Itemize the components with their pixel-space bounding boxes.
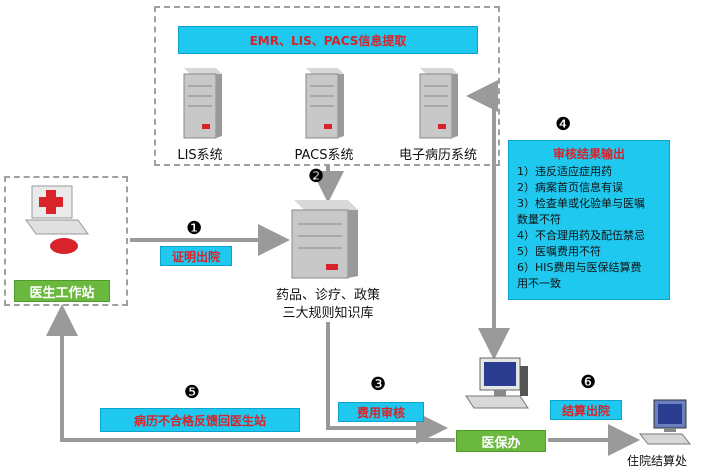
step-3-label: 费用审核 bbox=[356, 405, 405, 420]
arrow-step5 bbox=[46, 304, 455, 442]
server-icon bbox=[305, 68, 344, 139]
audit-result-item: 4）不合理用药及配伍禁忌 bbox=[517, 229, 645, 242]
step-5-number: ❺ bbox=[184, 382, 201, 403]
step-2-number: ❷ bbox=[308, 166, 325, 187]
audit-result-title: 审核结果输出 bbox=[552, 147, 625, 161]
step-1-box: 证明出院 bbox=[160, 246, 232, 266]
knowledge-base-label-line2: 三大规则知识库 bbox=[282, 306, 374, 321]
step-4-number: ❹ bbox=[555, 114, 572, 135]
arrow-step3 bbox=[326, 322, 448, 444]
server-icon bbox=[419, 68, 458, 139]
audit-result-box: 审核结果输出 1）违反适应症用药 2）病案首页信息有误 3）检查单或化验单与医嘱… bbox=[508, 140, 670, 300]
desktop-computer-icon bbox=[638, 399, 692, 445]
step-5-box: 病历不合格反馈回医生站 bbox=[100, 408, 300, 432]
doctor-workstation-label: 医生工作站 bbox=[14, 280, 110, 302]
server-icon bbox=[183, 68, 222, 139]
audit-result-item: 6）HIS费用与医保结算费 bbox=[517, 261, 642, 274]
step-1-number: ❶ bbox=[186, 218, 203, 239]
insurance-office-label: 医保办 bbox=[456, 430, 546, 452]
step-5-label: 病历不合格反馈回医生站 bbox=[133, 413, 266, 428]
audit-result-item: 用不一致 bbox=[517, 277, 561, 290]
server-lis-label: LIS系统 bbox=[177, 148, 223, 163]
desktop-computer-icon bbox=[465, 357, 529, 409]
step-6-label: 结算出院 bbox=[561, 403, 610, 418]
server-emr-label: 电子病历系统 bbox=[398, 148, 477, 163]
knowledge-base-server-icon bbox=[291, 200, 358, 279]
data-source-box bbox=[154, 6, 500, 166]
info-extract-banner: EMR、LIS、PACS信息提取 bbox=[178, 26, 478, 54]
step-6-box: 结算出院 bbox=[550, 400, 622, 420]
step-1-label: 证明出院 bbox=[171, 249, 220, 264]
doctor-workstation-box bbox=[4, 176, 128, 306]
step-3-box: 费用审核 bbox=[338, 402, 424, 422]
laptop-medical-icon bbox=[25, 185, 89, 254]
step-6-number: ❻ bbox=[580, 372, 597, 393]
info-extract-title: EMR、LIS、PACS信息提取 bbox=[249, 33, 407, 48]
audit-result-item: 1）违反适应症用药 bbox=[517, 165, 612, 178]
audit-result-item: 2）病案首页信息有误 bbox=[517, 181, 623, 194]
audit-result-item: 5）医嘱费用不符 bbox=[517, 245, 601, 258]
knowledge-base-label-line1: 药品、诊疗、政策 bbox=[275, 288, 380, 303]
audit-result-item: 数量不符 bbox=[517, 213, 561, 226]
step-3-number: ❸ bbox=[370, 374, 387, 395]
audit-result-item: 3）检查单或化验单与医嘱 bbox=[517, 197, 645, 210]
server-pacs-label: PACS系统 bbox=[294, 148, 354, 163]
settlement-label: 住院结算处 bbox=[626, 454, 687, 468]
